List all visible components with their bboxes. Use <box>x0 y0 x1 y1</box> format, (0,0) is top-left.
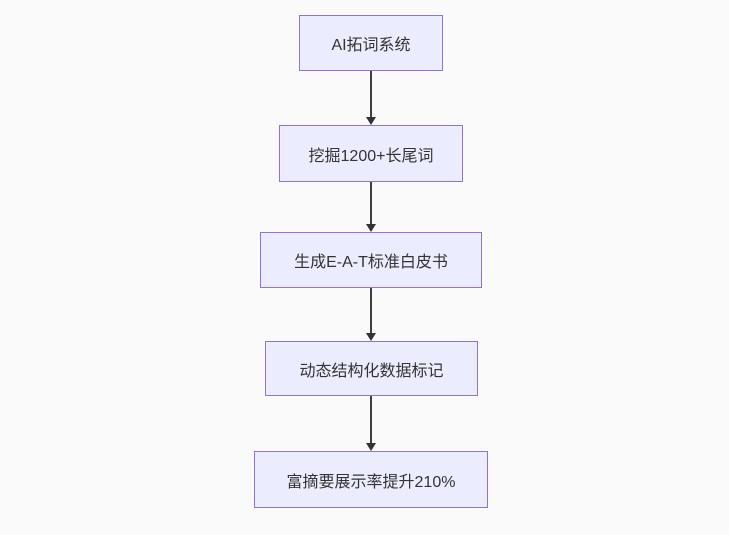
arrow-head-icon <box>366 333 376 341</box>
arrow-head-icon <box>366 117 376 125</box>
arrow-head-icon <box>366 443 376 451</box>
flow-arrow-2-3 <box>366 182 376 232</box>
arrow-line <box>370 182 372 224</box>
flow-node-4: 动态结构化数据标记 <box>265 341 478 396</box>
arrow-line <box>370 288 372 333</box>
arrow-head-icon <box>366 224 376 232</box>
flow-arrow-4-5 <box>366 396 376 451</box>
flow-arrow-1-2 <box>366 71 376 125</box>
flow-node-5-label: 富摘要展示率提升210% <box>286 473 456 491</box>
flow-node-1: AI拓词系统 <box>299 15 443 71</box>
flow-node-1-label: AI拓词系统 <box>331 37 411 54</box>
flow-node-3: 生成E-A-T标准白皮书 <box>260 232 482 288</box>
arrow-line <box>370 71 372 117</box>
flow-node-5: 富摘要展示率提升210% <box>254 451 488 508</box>
flow-node-3-label: 生成E-A-T标准白皮书 <box>294 254 448 271</box>
flow-node-4-label: 动态结构化数据标记 <box>299 362 444 380</box>
arrow-line <box>370 396 372 443</box>
flow-node-2: 挖掘1200+长尾词 <box>279 125 463 182</box>
flow-arrow-3-4 <box>366 288 376 341</box>
flow-node-2-label: 挖掘1200+长尾词 <box>308 147 434 165</box>
